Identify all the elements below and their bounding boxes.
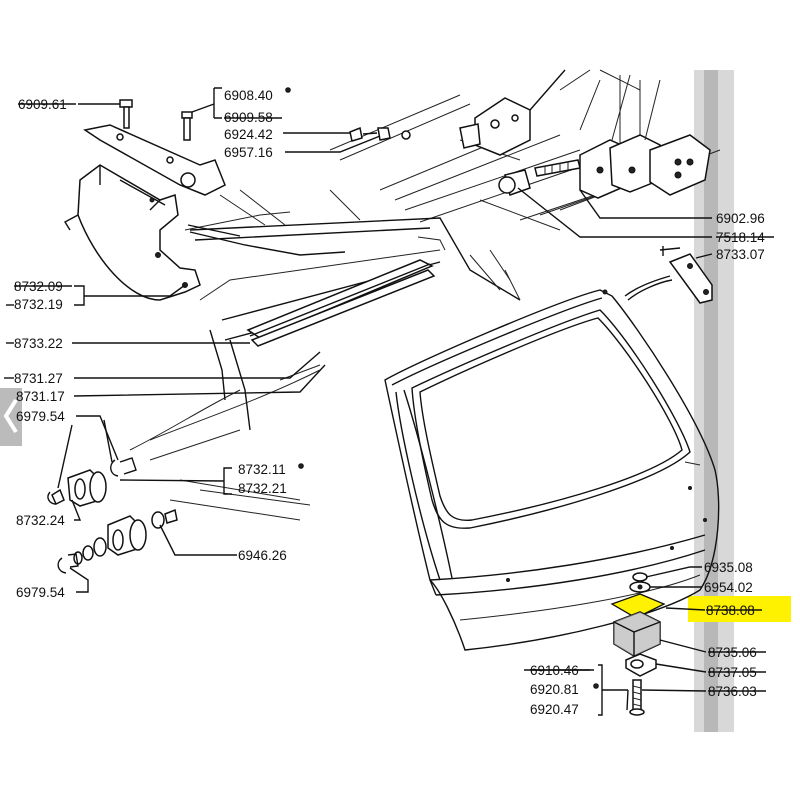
label-6954-02: 6954.02	[704, 580, 753, 595]
left-edge-artifact	[0, 388, 22, 446]
label-6979-54-bottom: 6979.54	[16, 585, 65, 600]
leader-lines	[69, 87, 713, 716]
label-8733-22: 8733.22	[14, 336, 63, 351]
highlight-plate	[610, 593, 666, 619]
label-8733-07: 8733.07	[716, 247, 765, 262]
left-hinge-assembly	[64, 99, 226, 301]
label-8732-24: 8732.24	[16, 513, 65, 528]
left-buffer-parts	[47, 419, 178, 574]
label-8732-21: 8732.21	[238, 481, 287, 496]
bullet-6920-81	[593, 683, 599, 689]
bullet-8732-11	[298, 463, 304, 469]
label-8732-19: 8732.19	[14, 297, 63, 312]
label-6920-81: 6920.81	[530, 682, 579, 697]
label-6908-40: 6908.40	[224, 88, 273, 103]
trim-panel-cables	[187, 224, 446, 256]
label-6902-96: 6902.96	[716, 211, 765, 226]
part-labels: 6909.61 6908.40 6909.58 6924.42 6957.16 …	[4, 87, 774, 717]
label-6935-08: 6935.08	[704, 560, 753, 575]
label-6924-42: 6924.42	[224, 127, 273, 142]
body-structure	[129, 69, 721, 521]
label-6920-47: 6920.47	[530, 702, 579, 717]
label-8731-27: 8731.27	[14, 371, 63, 386]
seal-strip	[246, 259, 436, 347]
label-6946-26: 6946.26	[238, 548, 287, 563]
center-hardware	[349, 126, 411, 142]
label-6957-16: 6957.16	[224, 145, 273, 160]
bullet-6908-40	[285, 87, 291, 93]
label-8732-11: 8732.11	[238, 462, 286, 477]
highlight-8738-08	[688, 596, 791, 622]
label-8731-17: 8731.17	[16, 389, 65, 404]
tailgate	[384, 289, 720, 651]
label-6979-54-top: 6979.54	[16, 409, 65, 424]
scan-edge-shadow	[694, 70, 800, 732]
right-hinge-assembly	[459, 69, 713, 304]
right-buffer-stack	[613, 572, 661, 716]
